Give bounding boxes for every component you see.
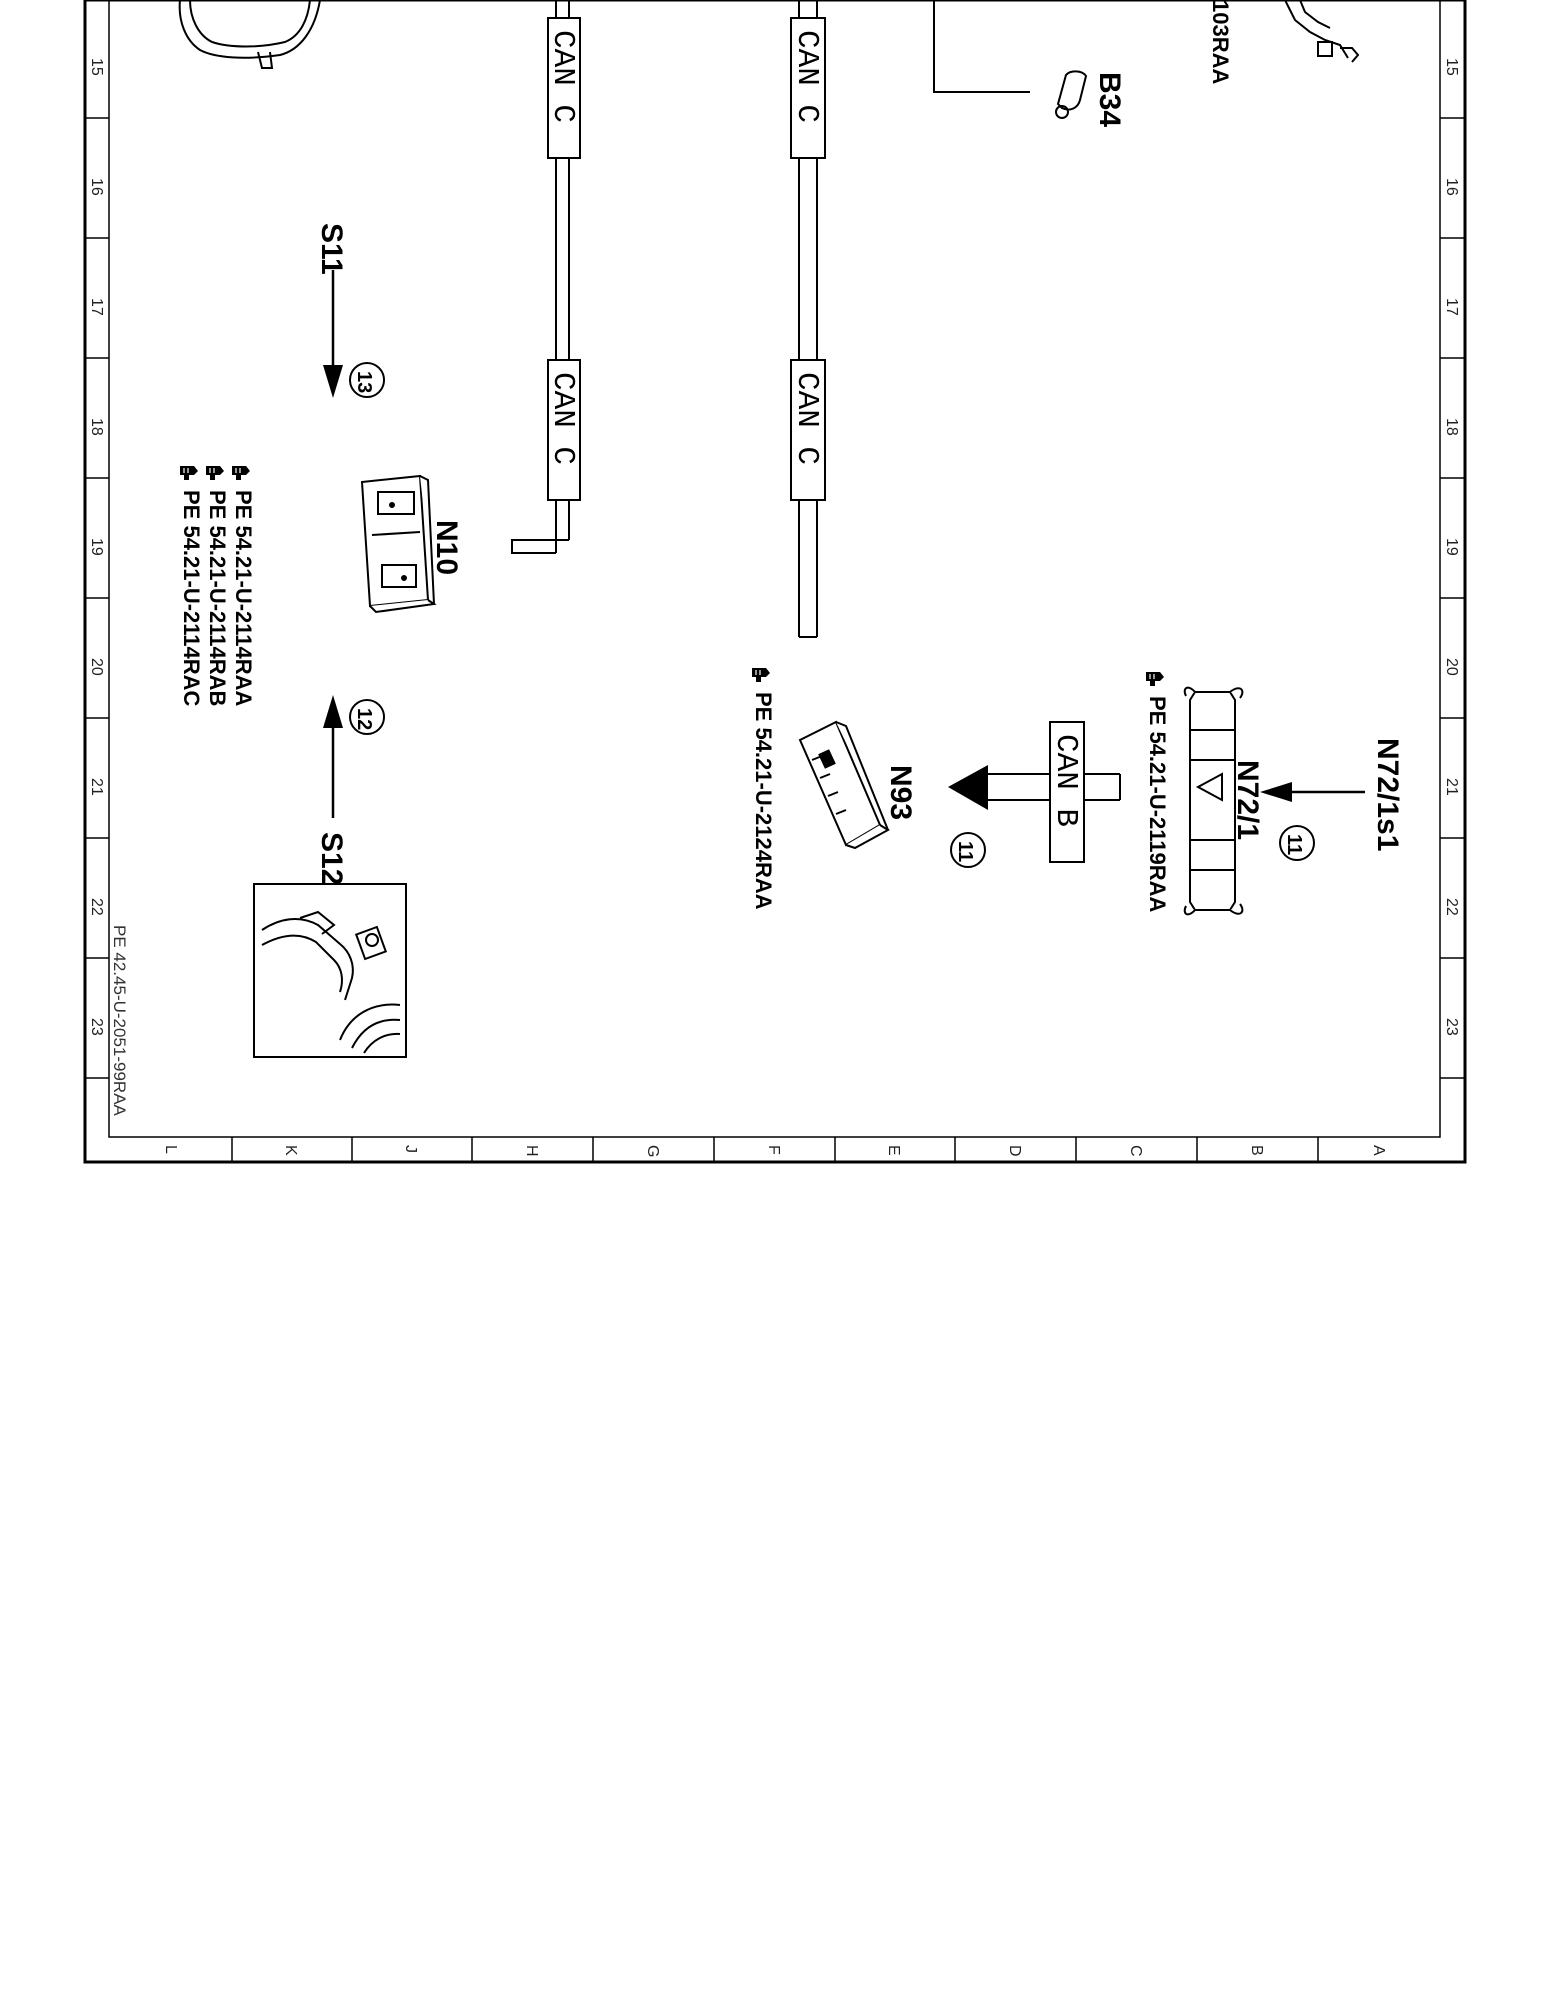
row-label: 22: [88, 898, 105, 916]
can-b-label: CAN B: [1048, 734, 1083, 827]
can-b-bus: CAN B: [948, 721, 1121, 863]
can-c-label: CAN C: [789, 30, 824, 123]
pointer-hand-icon: [751, 667, 771, 683]
n72-1s1-label: N72/1s1: [1371, 738, 1404, 851]
n10-ref-1: PE 54.21-U-2114RAA: [231, 490, 256, 707]
s11-label: S11: [315, 223, 348, 275]
n72-1-panel-drawing: [1183, 686, 1244, 916]
pointer-hand-icon: [205, 465, 225, 481]
callout-13: [349, 362, 385, 398]
row-label: 20: [88, 658, 105, 676]
col-label: H: [523, 1145, 540, 1157]
row-label: 19: [1443, 538, 1460, 556]
can-b-arrow-head: [948, 765, 988, 810]
row-label: 19: [88, 538, 105, 556]
row-label: 16: [1443, 178, 1460, 196]
n72-1-ref: PE 54.21-U-2119RAA: [1145, 696, 1170, 913]
row-label: 23: [88, 1018, 105, 1036]
col-label: F: [765, 1145, 782, 1155]
row-labels-left: 15 16 17 18 19 20 21 22 23: [88, 58, 105, 1036]
col-label: K: [282, 1145, 299, 1156]
row-label: 18: [88, 418, 105, 436]
callout-11a: [1279, 825, 1315, 861]
row-label: 23: [1443, 1018, 1460, 1036]
callout-12: [349, 699, 385, 735]
b34-label: B34: [1093, 72, 1126, 127]
row-label: 22: [1443, 898, 1460, 916]
n10-references: PE 54.21-U-2114RAA PE 54.21-U-2114RAB PE…: [179, 465, 256, 707]
row-label: 17: [88, 298, 105, 316]
can-c-line-2: CAN C CAN C: [789, 0, 826, 638]
drawing-frame: [83, 0, 1467, 1164]
can-c-label: CAN C: [545, 372, 580, 465]
n93-ref: PE 54.21-U-2124RAA: [751, 692, 776, 910]
pointer-hand-icon: [231, 465, 251, 481]
row-label: 15: [88, 58, 105, 76]
n72-1s1-arrow-head: [1260, 782, 1292, 802]
callout-11a-number: 11: [1283, 834, 1305, 855]
col-label: A: [1370, 1145, 1387, 1156]
b34-sensor-drawing: [1055, 70, 1088, 119]
can-c-line-1: CAN C CAN C: [511, 0, 581, 554]
pointer-hand-icon: [179, 465, 199, 481]
pointer-hand-icon: [1145, 671, 1165, 687]
row-label: 18: [1443, 418, 1460, 436]
row-label: 20: [1443, 658, 1460, 676]
row-label: 17: [1443, 298, 1460, 316]
top-left-component-drawing: [178, 0, 321, 69]
b34-wire: [933, 0, 1030, 93]
col-label: B: [1248, 1145, 1265, 1156]
col-label: J: [402, 1145, 419, 1153]
drawing-code: PE 42.45-U-2051-99RAA: [110, 925, 129, 1117]
col-label: D: [1006, 1145, 1023, 1157]
col-label: C: [1127, 1145, 1144, 1157]
row-label: 21: [1443, 778, 1460, 796]
col-label: G: [644, 1145, 661, 1157]
n10-ref-3: PE 54.21-U-2114RAC: [179, 490, 204, 707]
column-labels-bottom: L K J H G F E D C B A: [162, 1145, 1387, 1157]
s12-arrow-head: [323, 695, 343, 728]
n93-label: N93: [884, 765, 917, 820]
s12-switch-drawing: [253, 883, 407, 1058]
can-c-label: CAN C: [789, 372, 824, 465]
col-label: L: [162, 1145, 179, 1154]
col-label: E: [885, 1145, 902, 1156]
top-right-component-drawing: [1284, 0, 1360, 63]
callout-12-number: 12: [353, 708, 375, 730]
s11-arrow-head: [323, 365, 343, 398]
n72-1-label: N72/1: [1231, 760, 1264, 840]
can-c-label: CAN C: [545, 30, 580, 123]
callout-13-number: 13: [353, 371, 375, 393]
callout-11b-number: 11: [954, 841, 976, 862]
s12-label: S12: [315, 832, 348, 885]
n10-module-drawing: [360, 474, 437, 614]
n10-label: N10: [430, 520, 463, 575]
n93-module-drawing: [798, 720, 890, 850]
row-label: 21: [88, 778, 105, 796]
top-ref-fragment: 103RAA: [1208, 0, 1233, 84]
n10-ref-2: PE 54.21-U-2114RAB: [205, 490, 230, 706]
row-labels-right: 15 16 17 18 19 20 21 22 23: [1443, 58, 1460, 1036]
row-label: 16: [88, 178, 105, 196]
callout-11b: [950, 832, 986, 868]
row-label: 15: [1443, 58, 1460, 76]
